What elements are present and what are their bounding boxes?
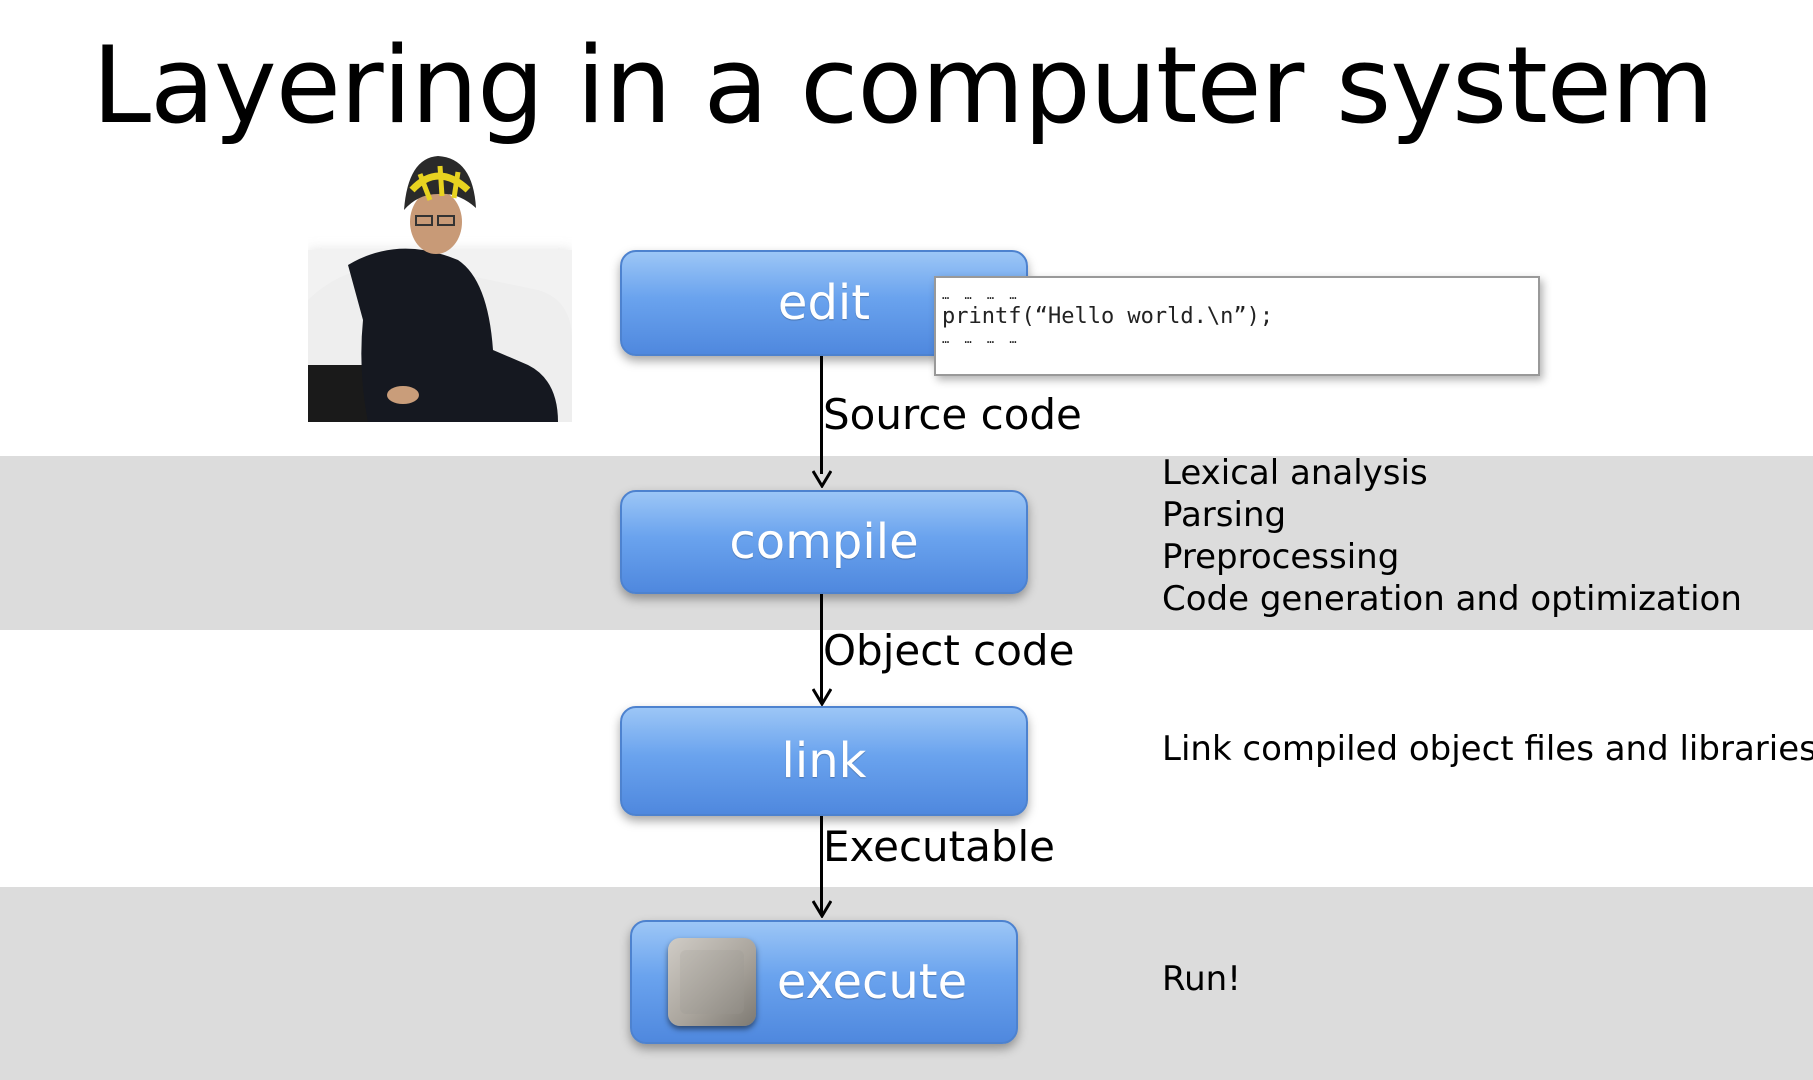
link-note: Link compiled object files and libraries (1162, 729, 1813, 769)
compile-note-item: Preprocessing (1162, 537, 1400, 577)
arrow-edit-compile (820, 354, 823, 474)
code-line: printf(“Hello world.\n”); (942, 304, 1274, 329)
person-photo (308, 156, 572, 422)
arrowhead-edit-compile (812, 470, 832, 488)
arrowhead-compile-link (812, 688, 832, 706)
compile-note-item: Lexical analysis (1162, 453, 1428, 493)
page-title: Layering in a computer system (92, 24, 1714, 147)
link-stage: link (620, 706, 1028, 816)
compile-note-item: Parsing (1162, 495, 1287, 535)
execute-note: Run! (1162, 959, 1241, 999)
compile-stage: compile (620, 490, 1028, 594)
arrowhead-link-execute (812, 900, 832, 918)
code-ellipsis-bottom: … … … … (942, 332, 1021, 346)
processor-chip-icon (668, 938, 756, 1026)
flow-label-executable: Executable (823, 822, 1056, 871)
compile-stage-label: compile (729, 514, 919, 570)
flow-label-object-code: Object code (823, 626, 1075, 675)
code-ellipsis-top: … … … … (942, 288, 1021, 302)
compile-note-item: Code generation and optimization (1162, 579, 1742, 619)
arrow-compile-link (820, 594, 823, 702)
execute-stage-label: execute (776, 954, 968, 1010)
compile-notes: Lexical analysis Parsing Preprocessing C… (1162, 452, 1742, 620)
code-snippet-box: … … … … printf(“Hello world.\n”); … … … … (934, 276, 1540, 376)
arrow-link-execute (820, 815, 823, 915)
edit-stage-label: edit (777, 275, 871, 331)
link-stage-label: link (781, 733, 867, 789)
flow-label-source-code: Source code (823, 390, 1082, 439)
